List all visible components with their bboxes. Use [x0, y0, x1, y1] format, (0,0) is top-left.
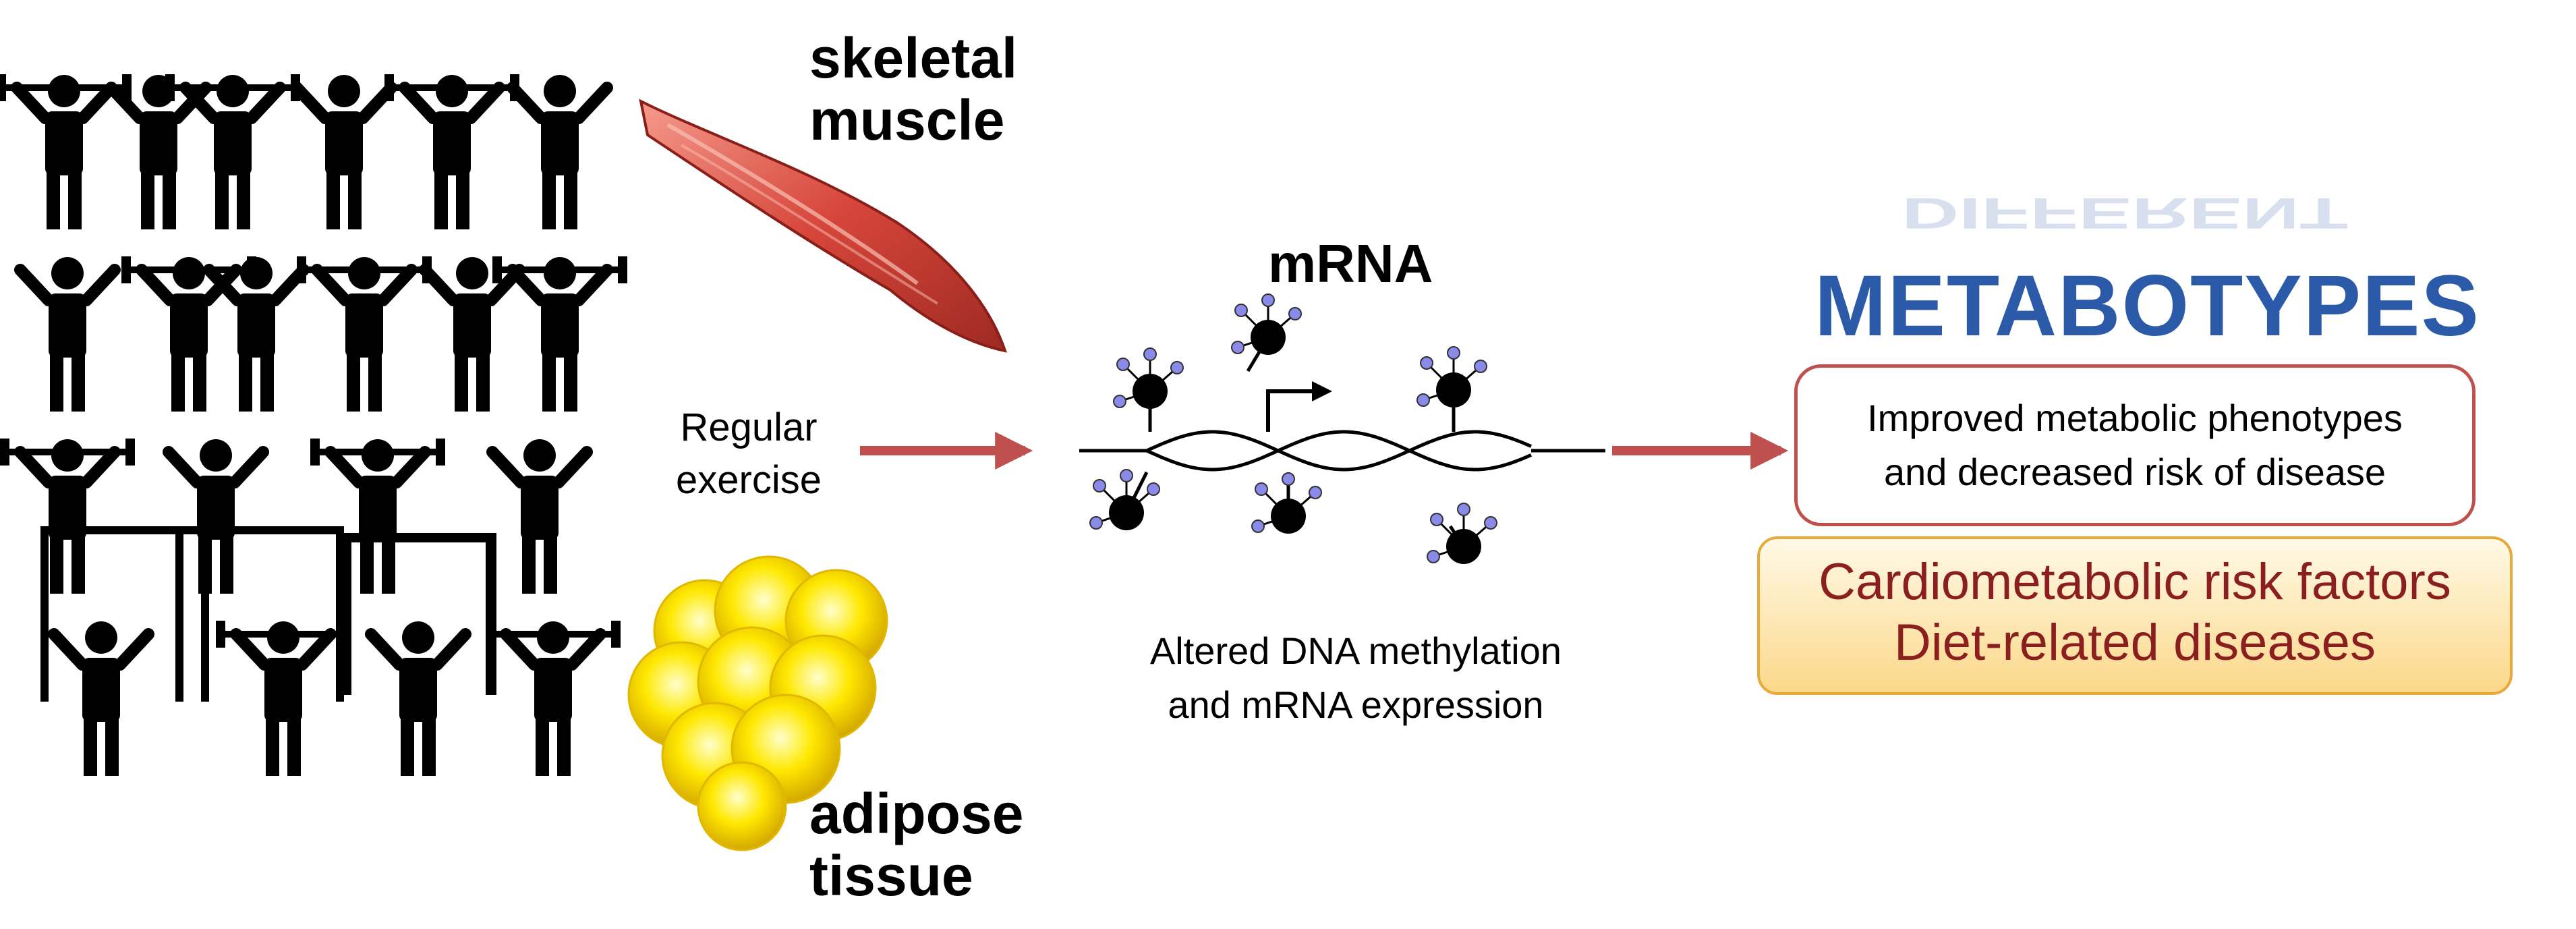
exercise-figure-icon — [384, 74, 519, 229]
skeletal-muscle-icon — [639, 98, 1007, 353]
exercise-figure-icon — [365, 621, 471, 776]
exercise-figure-icon — [163, 439, 269, 594]
phenotypes-box — [1794, 364, 2475, 526]
methyl-group-icon — [1113, 347, 1184, 432]
metabotypes-title: METABOTYPES — [1814, 258, 2480, 354]
exercise-figure-icon — [165, 74, 300, 229]
exercise-figure-icon — [492, 256, 627, 412]
exercise-figure-icon — [0, 439, 135, 594]
exercise-figure-icon — [14, 257, 121, 412]
adipose-cell-icon — [627, 555, 888, 851]
methyl-group-icon — [1251, 472, 1322, 534]
exercise-figure-icon — [216, 621, 351, 776]
mrna-label: mRNA — [1268, 233, 1433, 293]
methyl-group-icon — [1231, 293, 1302, 372]
exercise-figure-icon — [297, 256, 432, 412]
methyl-group-icon — [1089, 469, 1160, 530]
methyl-groups — [1089, 293, 1497, 564]
exercise-figure-icon — [291, 75, 397, 229]
exercise-figure-icon — [203, 257, 310, 412]
metabotypes-reflection: DIFFERENT — [1901, 188, 2349, 238]
risk-factors-box — [1757, 536, 2513, 695]
exercise-figure-icon — [507, 75, 613, 229]
exercise-figure-icon — [419, 257, 525, 412]
exercise-figure-icon — [486, 439, 593, 594]
methyl-group-icon — [1427, 503, 1497, 564]
transcription-arrow-icon — [1266, 389, 1322, 432]
methyl-group-icon — [1416, 346, 1487, 432]
dna-helix-icon — [1079, 430, 1605, 472]
exercise-figure-icon — [310, 439, 445, 594]
exercise-figure-icon — [48, 621, 154, 776]
